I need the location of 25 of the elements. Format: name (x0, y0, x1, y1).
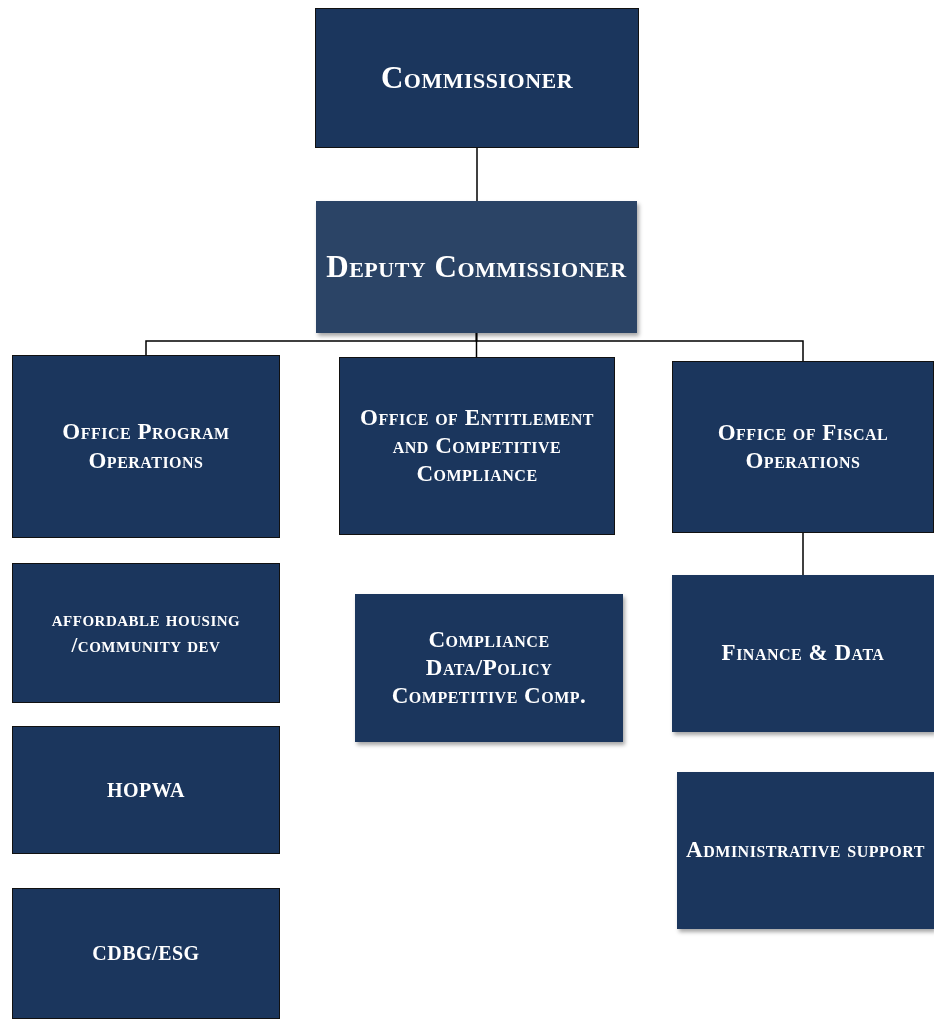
connector-line (475, 332, 804, 362)
org-unit-box (677, 772, 934, 929)
org-unit-box (12, 355, 280, 538)
unit-title: CDBG/ESG (92, 941, 200, 966)
unit-title: Compliance Data/Policy Competitive Comp. (390, 625, 588, 710)
unit-title: Office Program Operations (61, 418, 231, 475)
unit-title: Finance & Data (721, 639, 885, 668)
unit-title: HOPWA (106, 777, 186, 803)
unit-title: Office of Fiscal Operations (716, 418, 890, 475)
org-unit-box (12, 726, 280, 854)
org-unit-box (672, 575, 934, 732)
unit-title: Commissioner (380, 59, 574, 97)
org-unit-box (315, 8, 639, 148)
connector-line (476, 147, 478, 202)
org-unit-box (355, 594, 623, 742)
org-unit-box (12, 563, 280, 703)
unit-title: Deputy Commissioner (326, 248, 627, 286)
unit-title: affordable housing /community dev (50, 607, 242, 659)
org-unit-box (12, 888, 280, 1019)
org-unit-box (672, 361, 934, 533)
org-unit-box (339, 357, 615, 535)
org-unit-box (316, 201, 637, 333)
unit-title: Administrative support (686, 836, 925, 865)
connector-line (802, 532, 804, 576)
unit-title: Office of Entitlement and Competitive Compliance (359, 403, 595, 488)
